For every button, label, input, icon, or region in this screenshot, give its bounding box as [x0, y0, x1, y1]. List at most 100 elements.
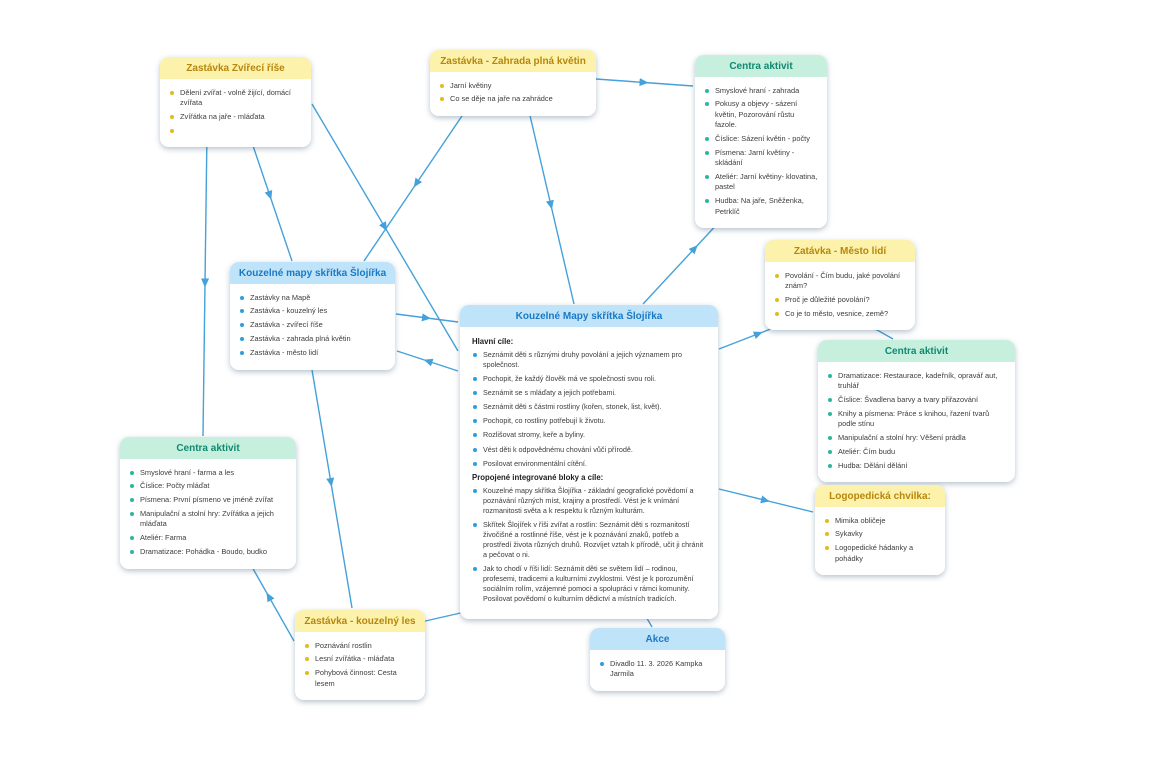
list-item: Manipulační a stolní hry: Zvířátka a jej…	[129, 509, 287, 530]
node-title-centers-farm-forest[interactable]: Centra aktivit	[120, 437, 296, 459]
list-item: Pohybová činnost: Cesta lesem	[304, 668, 416, 689]
node-title-stop-town[interactable]: Zatávka - Město lidí	[765, 240, 915, 262]
list-item: Skřítek Šlojířek v říši zvířat a rostlin…	[472, 520, 706, 560]
item-text: Zastávka - zahrada plná květin	[250, 334, 351, 344]
list-item: Dramatizace: Restaurace, kadeřník, oprav…	[827, 371, 1006, 392]
edge-stop-animals-to-centers-farm-forest	[201, 130, 210, 437]
node-title-centers-garden[interactable]: Centra aktivit	[695, 55, 827, 77]
list-item: Písmena: Jarní květiny - skládání	[704, 148, 818, 169]
list-item: Seznámit se s mláďaty a jejich potřebami…	[472, 388, 706, 398]
item-text: Rozlišovat stromy, keře a byliny.	[483, 430, 585, 440]
section-heading: Hlavní cíle:	[472, 337, 514, 346]
item-text: Vést děti k odpovědnému chování vůči pří…	[483, 444, 633, 454]
list-item: Dramatizace: Pohádka - Boudo, budko	[129, 547, 287, 557]
list-item: Ateliér: Farma	[129, 533, 287, 543]
item-text: Jak to chodí v říši lidí: Seznámit děti …	[483, 564, 694, 604]
bullet-dot	[240, 337, 244, 342]
item-text: Pokusy a objevy - sázení květin, Pozorov…	[715, 99, 798, 130]
bullet-dot	[828, 397, 832, 402]
item-text: Logopedické hádanky a pohádky	[835, 543, 914, 563]
list-item: Číslice: Počty mláďat	[129, 481, 287, 491]
item-list: Povolání - Čím budu, jaké povolání znám?…	[774, 271, 906, 319]
item-text: Číslice: Počty mláďat	[140, 481, 210, 491]
node-title-events[interactable]: Akce	[590, 628, 725, 650]
list-item: Mimika obličeje	[824, 516, 936, 526]
node-title-stop-garden[interactable]: Zastávka - Zahrada plná květin	[430, 50, 596, 72]
node-title-main-map[interactable]: Kouzelné Mapy skřítka Šlojířka	[460, 305, 718, 327]
bullet-dot	[305, 671, 309, 676]
bullet-dot	[240, 295, 244, 300]
item-text: Skřítek Šlojířek v říši zvířat a rostlin…	[483, 519, 704, 560]
item-text: Seznámit se s mláďaty a jejich potřebami…	[483, 388, 617, 398]
item-text: Sykavky	[835, 529, 863, 539]
bullet-dot	[130, 550, 134, 555]
bullet-dot	[775, 273, 779, 278]
list-item: Lesní zvířátka - mláďata	[304, 654, 416, 664]
item-text: Poznávání rostlin	[315, 640, 372, 650]
bullet-dot	[305, 643, 309, 648]
item-text: Smyslové hraní - zahrada	[715, 85, 800, 95]
item-list: Dělení zvířat - volně žijící, domácí zví…	[169, 88, 302, 136]
list-item: Povolání - Čím budu, jaké povolání znám?	[774, 271, 906, 292]
bullet-dot	[440, 97, 444, 102]
node-title-stop-animals[interactable]: Zastávka Zvířecí říše	[160, 57, 311, 79]
edge-map-stops-to-stop-forest	[309, 357, 353, 609]
bullet-dot	[473, 377, 477, 382]
list-item: Zastávky na Mapě	[239, 293, 386, 303]
bullet-dot	[828, 449, 832, 454]
edge-stop-garden-to-map-stops	[363, 106, 469, 262]
bullet-dot	[828, 411, 832, 416]
list-item: Dělení zvířat - volně žijící, domácí zví…	[169, 88, 302, 109]
node-title-centers-town[interactable]: Centra aktivit	[818, 340, 1015, 362]
item-text: Hudba: Dělání dělání	[838, 460, 908, 470]
list-item: Zastávka - město lidí	[239, 348, 386, 358]
node-title-map-stops[interactable]: Kouzelné mapy skřítka Šlojířka	[230, 262, 395, 284]
bullet-dot	[705, 102, 709, 107]
list-item: Co je to město, vesnice, země?	[774, 309, 906, 319]
bullet-dot	[130, 498, 134, 503]
bullet-dot	[473, 391, 477, 396]
item-text: Knihy a písmena: Práce s knihou, řazení …	[838, 408, 990, 428]
bullet-dot	[825, 532, 829, 537]
node-title-stop-forest[interactable]: Zastávka - kouzelný les	[295, 610, 425, 632]
edge-stop-animals-to-main-map	[311, 103, 459, 352]
bullet-dot	[130, 470, 134, 475]
list-item: Zvířátka na jaře - mláďata	[169, 112, 302, 122]
bullet-dot	[705, 175, 709, 180]
item-text: Zastávka - zvířecí říše	[250, 320, 323, 330]
item-text: Písmena: První písmeno ve jméně zvířat	[140, 495, 274, 505]
item-text: Co je to město, vesnice, země?	[785, 308, 889, 318]
node-title-speech-time[interactable]: Logopedická chvilka:	[815, 485, 945, 507]
bullet-dot	[473, 447, 477, 452]
list-item: Pochopit, že každý člověk má ve společno…	[472, 374, 706, 384]
list-item: Poznávání rostlin	[304, 641, 416, 651]
node-body: Dělení zvířat - volně žijící, domácí zví…	[160, 79, 311, 148]
item-list: Seznámit děti s různými druhy povolání a…	[472, 350, 706, 469]
item-text: Manipulační a stolní hry: Zvířátka a jej…	[140, 509, 274, 529]
bullet-dot	[473, 567, 477, 572]
bullet-dot	[828, 373, 832, 378]
bullet-dot	[473, 353, 477, 357]
node-body: Povolání - Čím budu, jaké povolání znám?…	[765, 262, 915, 331]
bullet-dot	[473, 419, 477, 424]
item-text: Zastávky na Mapě	[250, 292, 311, 302]
item-text: Kouzelné mapy skřítka Šlojířka - základn…	[483, 485, 694, 515]
bullet-dot	[130, 536, 134, 541]
